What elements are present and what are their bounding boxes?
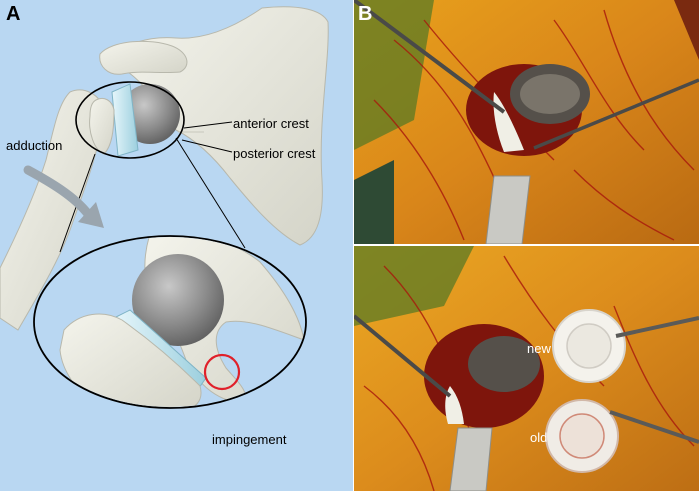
adduction-arrow [23, 165, 93, 219]
acromion [99, 40, 188, 75]
new-implant-label: new [527, 341, 551, 356]
impingement-circle [203, 353, 241, 391]
adduction-label: adduction [6, 138, 63, 153]
anterior-crest-label: anterior crest [233, 116, 309, 131]
surgical-photo-top-svg [354, 0, 699, 244]
posterior-crest-label: posterior crest [233, 146, 316, 161]
focus-ellipse-small [75, 81, 185, 159]
old-implant-label: old [530, 430, 548, 445]
shoulder-model-svg [0, 6, 329, 409]
surgical-photo-bottom-svg [354, 246, 699, 491]
surgical-photo-bottom [354, 246, 699, 491]
zoom-connector-right [175, 137, 246, 249]
panel-divider [353, 0, 354, 491]
surgical-photo-top [354, 0, 699, 244]
photo-divider [354, 244, 699, 246]
panel-letter-a: A [6, 3, 21, 25]
zoom-humeral-head [132, 254, 224, 346]
implant-cup [111, 83, 139, 157]
posterior-leader-line [181, 139, 233, 153]
anterior-leader-line [183, 121, 233, 129]
panel-letter-b: B [358, 3, 373, 25]
panel-a-3d-model: anterior crest posterior crest adduction… [0, 0, 353, 491]
impingement-label: impingement [212, 432, 287, 447]
